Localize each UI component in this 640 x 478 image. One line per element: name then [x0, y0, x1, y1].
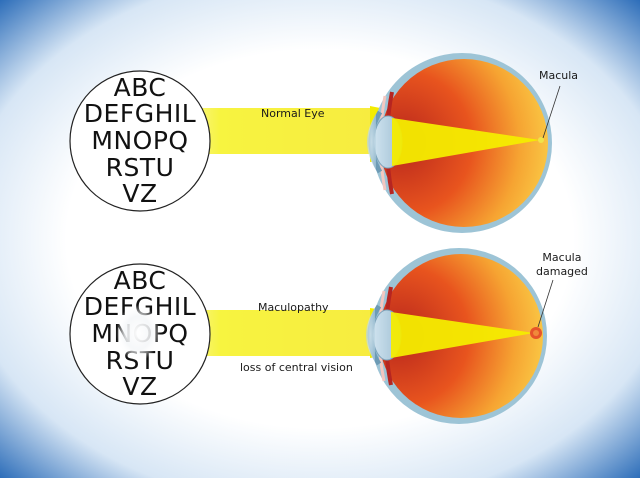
macula-damaged-label: Macula damaged: [536, 251, 588, 279]
maculopathy-label: Maculopathy: [258, 301, 329, 314]
top-chart-circle: [69, 70, 211, 212]
chart-line: DEFGHIL: [83, 99, 197, 128]
top-macula-callout-line: [542, 85, 561, 139]
chart-line: VZ: [122, 179, 158, 208]
chart-line: RSTU: [105, 346, 175, 375]
bottom-macula-callout-line: [537, 279, 554, 328]
top-eyeball: [367, 53, 552, 233]
chart-line: MNOPQ: [91, 319, 189, 348]
macula-label: Macula: [539, 69, 579, 82]
top-letter-chart: ABC DEFGHIL MNOPQ RSTU VZ: [70, 71, 210, 211]
normal-eye-label: Normal Eye: [261, 107, 325, 120]
chart-line: ABC: [113, 266, 167, 295]
chart-line: VZ: [122, 372, 158, 401]
chart-line: MNOPQ: [91, 126, 189, 155]
macula-damaged-line2: damaged: [536, 265, 588, 278]
bottom-letter-chart: ABC DEFGHIL MNOPQ RSTU VZ: [70, 264, 210, 404]
macula-damaged-line1: Macula: [542, 251, 582, 264]
chart-line: ABC: [113, 73, 167, 102]
chart-line: RSTU: [105, 153, 175, 182]
chart-line: DEFGHIL: [83, 292, 197, 321]
bottom-eyeball: [366, 248, 547, 424]
loss-of-central-vision-label: loss of central vision: [240, 361, 353, 374]
